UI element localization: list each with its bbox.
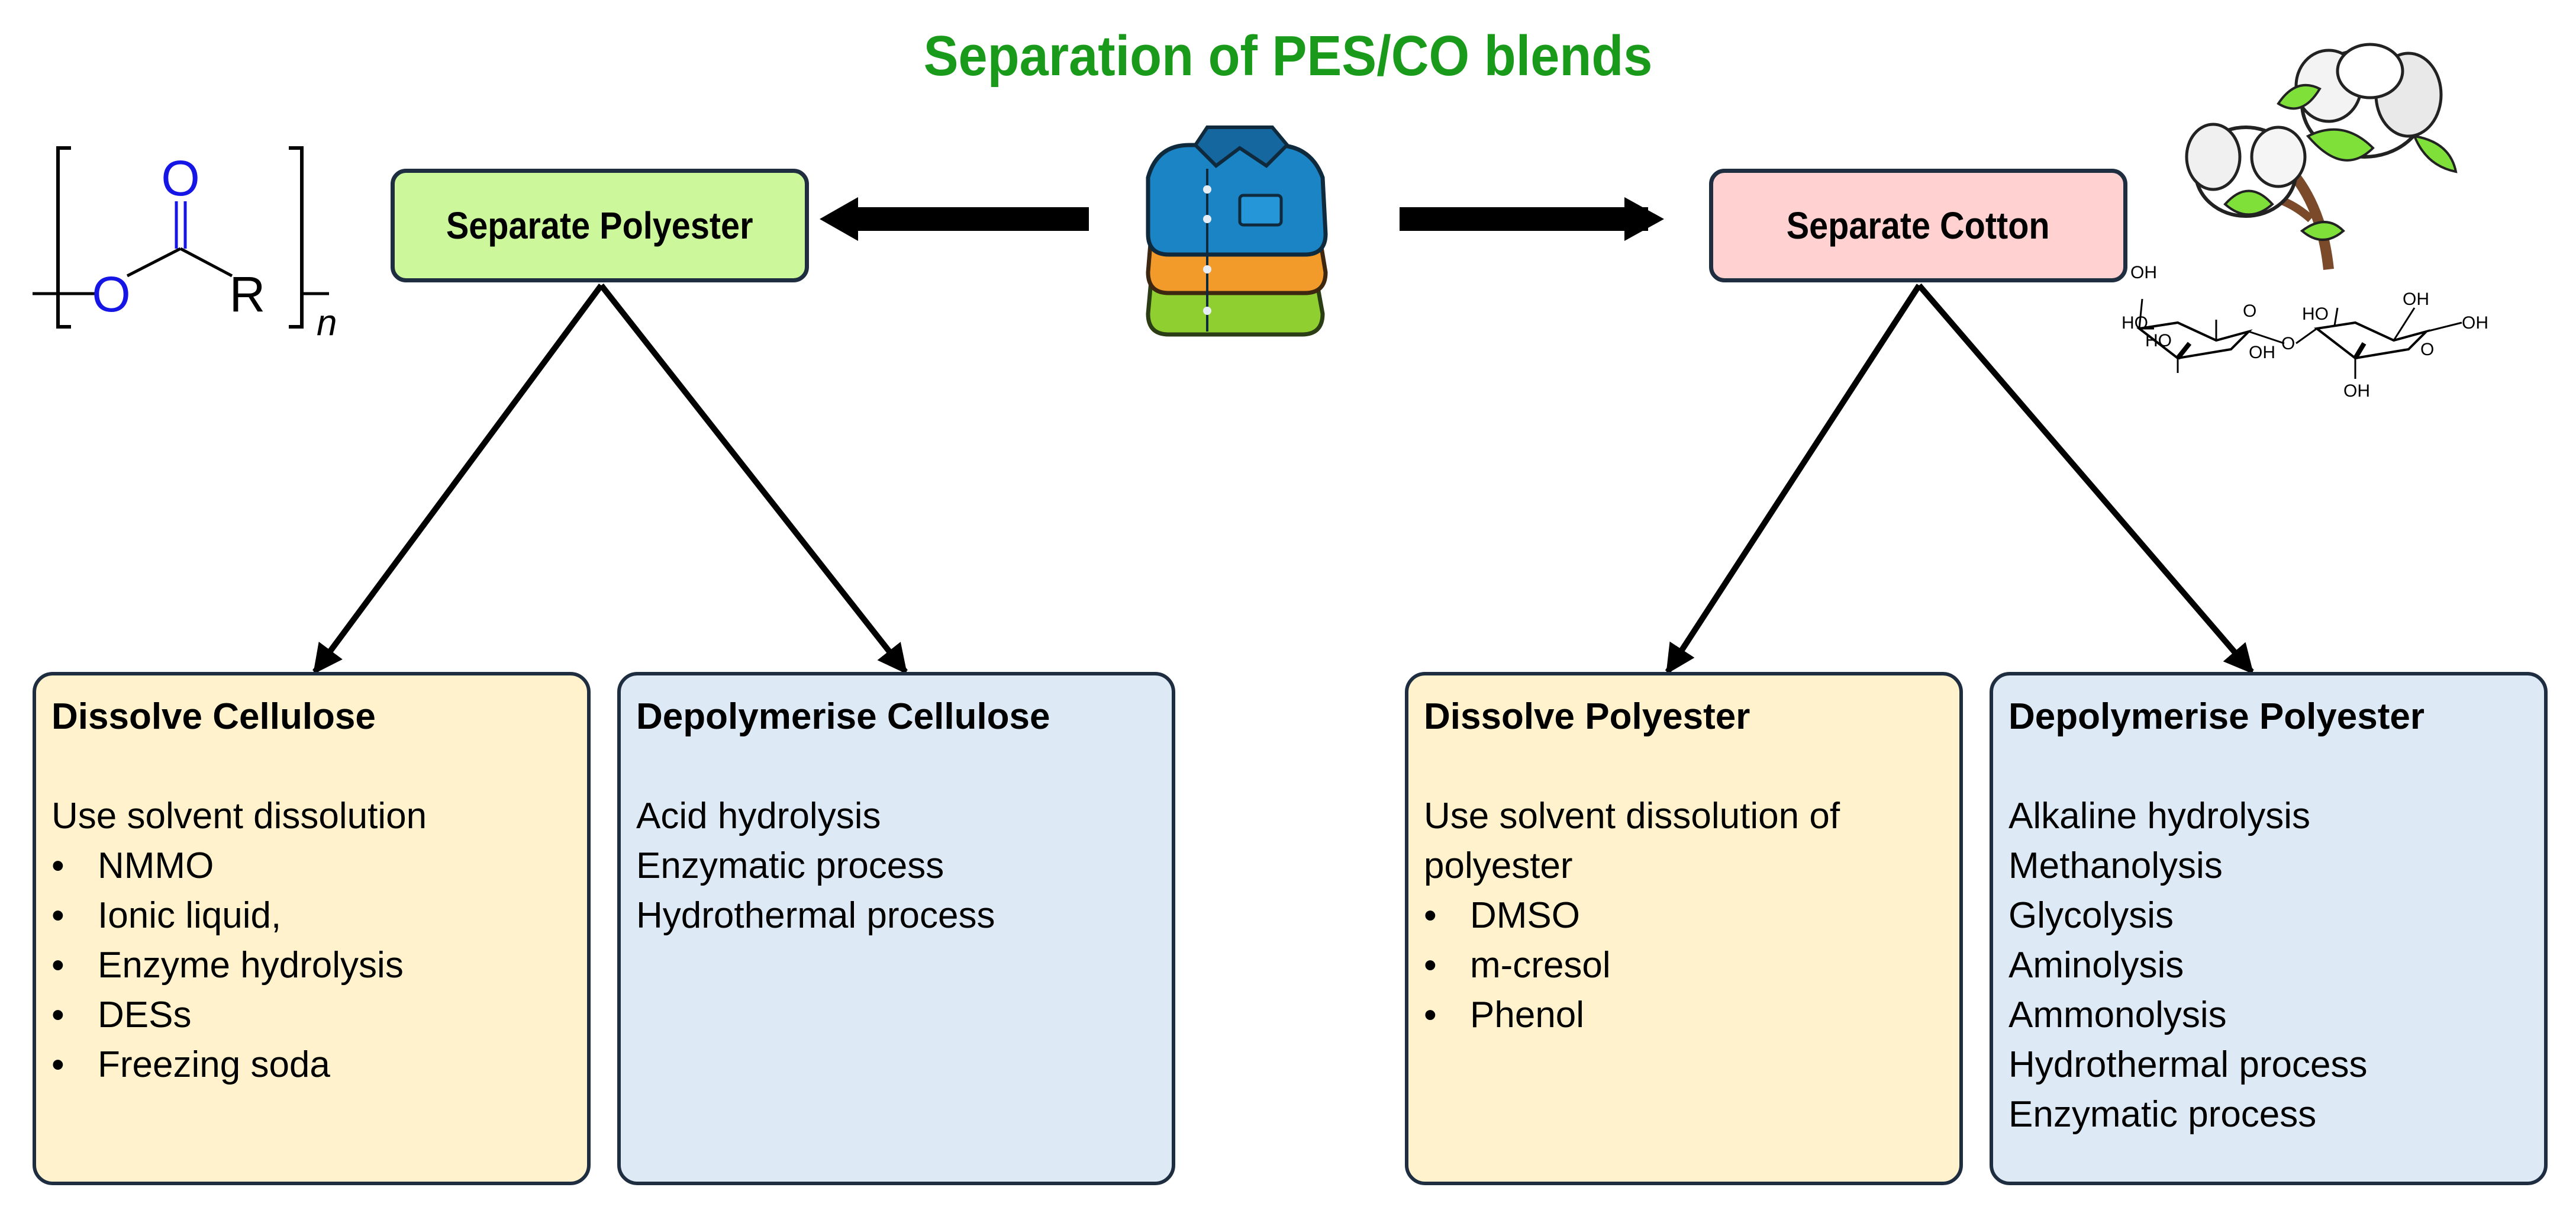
label-oh-1: OH bbox=[2130, 263, 2157, 282]
dissolve-cellulose-intro: Use solvent dissolution bbox=[51, 796, 427, 836]
separate-cotton-label: Separate Cotton bbox=[1787, 204, 2050, 247]
dissolve-polyester-list: DMSO m-cresol Phenol bbox=[1424, 891, 1945, 1040]
dissolve-cellulose-box: Dissolve Cellulose Use solvent dissoluti… bbox=[33, 672, 591, 1185]
list-item: Glycolysis bbox=[2008, 895, 2174, 936]
arrow-cotton-to-dissolve bbox=[1665, 284, 1922, 675]
list-item: Freezing soda bbox=[51, 1040, 573, 1090]
label-oh-4: OH bbox=[2462, 313, 2488, 333]
separate-polyester-box: Separate Polyester bbox=[391, 169, 809, 282]
label-oh-3: OH bbox=[2403, 289, 2429, 309]
dissolve-polyester-heading: Dissolve Polyester bbox=[1424, 696, 1750, 737]
list-item: Acid hydrolysis bbox=[636, 796, 881, 836]
dissolve-polyester-intro-1: Use solvent dissolution of bbox=[1424, 796, 1840, 836]
separate-polyester-label: Separate Polyester bbox=[446, 204, 753, 247]
diagram-title: Separation of PES/CO blends bbox=[923, 24, 1653, 88]
list-item: Ionic liquid, bbox=[51, 891, 573, 941]
label-o-ring-2: O bbox=[2420, 340, 2434, 359]
list-item: Hydrothermal process bbox=[2008, 1044, 2368, 1085]
dissolve-cellulose-list: NMMO Ionic liquid, Enzyme hydrolysis DES… bbox=[51, 841, 573, 1090]
cotton-plant-icon bbox=[2185, 43, 2458, 270]
separate-cotton-box: Separate Cotton bbox=[1709, 169, 2127, 282]
list-item: DESs bbox=[51, 990, 573, 1040]
label-ho-3: HO bbox=[2302, 304, 2329, 324]
depolymerise-polyester-box: Depolymerise Polyester Alkaline hydrolys… bbox=[1990, 672, 2548, 1185]
arrow-cotton-to-depolymerise bbox=[1917, 283, 2254, 674]
folded-shirts-icon bbox=[1146, 126, 1328, 337]
cellobiose-structure: OH HO HO O OH O HO OH OH O OH bbox=[2122, 263, 2488, 401]
dissolve-cellulose-heading: Dissolve Cellulose bbox=[51, 696, 376, 737]
atom-o-chain: O bbox=[92, 266, 130, 322]
list-item: Enzymatic process bbox=[636, 845, 944, 886]
label-ho-1: HO bbox=[2122, 313, 2148, 333]
label-oh-2: OH bbox=[2249, 343, 2275, 362]
depolymerise-cellulose-box: Depolymerise Cellulose Acid hydrolysis E… bbox=[617, 672, 1175, 1185]
list-item: NMMO bbox=[51, 841, 573, 891]
label-o-link: O bbox=[2281, 334, 2295, 353]
label-o-ring-1: O bbox=[2243, 301, 2256, 321]
list-item: Hydrothermal process bbox=[636, 895, 995, 936]
atom-o-top: O bbox=[161, 150, 199, 206]
depolymerise-cellulose-heading: Depolymerise Cellulose bbox=[636, 696, 1050, 737]
arrow-polyester-to-dissolve bbox=[312, 284, 604, 675]
list-item: m-cresol bbox=[1424, 941, 1945, 990]
list-item: Ammonolysis bbox=[2008, 995, 2227, 1035]
arrow-to-polyester bbox=[820, 197, 1089, 241]
atom-r: R bbox=[230, 266, 266, 322]
subscript-n: n bbox=[317, 303, 337, 343]
list-item: Phenol bbox=[1424, 990, 1945, 1040]
arrow-to-cotton bbox=[1400, 197, 1664, 241]
list-item: Alkaline hydrolysis bbox=[2008, 796, 2310, 836]
arrow-polyester-to-depolymerise bbox=[599, 283, 908, 674]
list-item: Enzyme hydrolysis bbox=[51, 941, 573, 990]
dissolve-polyester-intro-2: polyester bbox=[1424, 845, 1573, 886]
polyester-structure: O O R n bbox=[33, 146, 337, 343]
list-item: Aminolysis bbox=[2008, 945, 2184, 986]
label-ho-2: HO bbox=[2145, 331, 2172, 350]
list-item: DMSO bbox=[1424, 891, 1945, 941]
dissolve-polyester-box: Dissolve Polyester Use solvent dissoluti… bbox=[1405, 672, 1963, 1185]
list-item: Methanolysis bbox=[2008, 845, 2223, 886]
list-item: Enzymatic process bbox=[2008, 1094, 2317, 1135]
depolymerise-polyester-heading: Depolymerise Polyester bbox=[2008, 696, 2425, 737]
label-oh-5: OH bbox=[2343, 381, 2370, 401]
